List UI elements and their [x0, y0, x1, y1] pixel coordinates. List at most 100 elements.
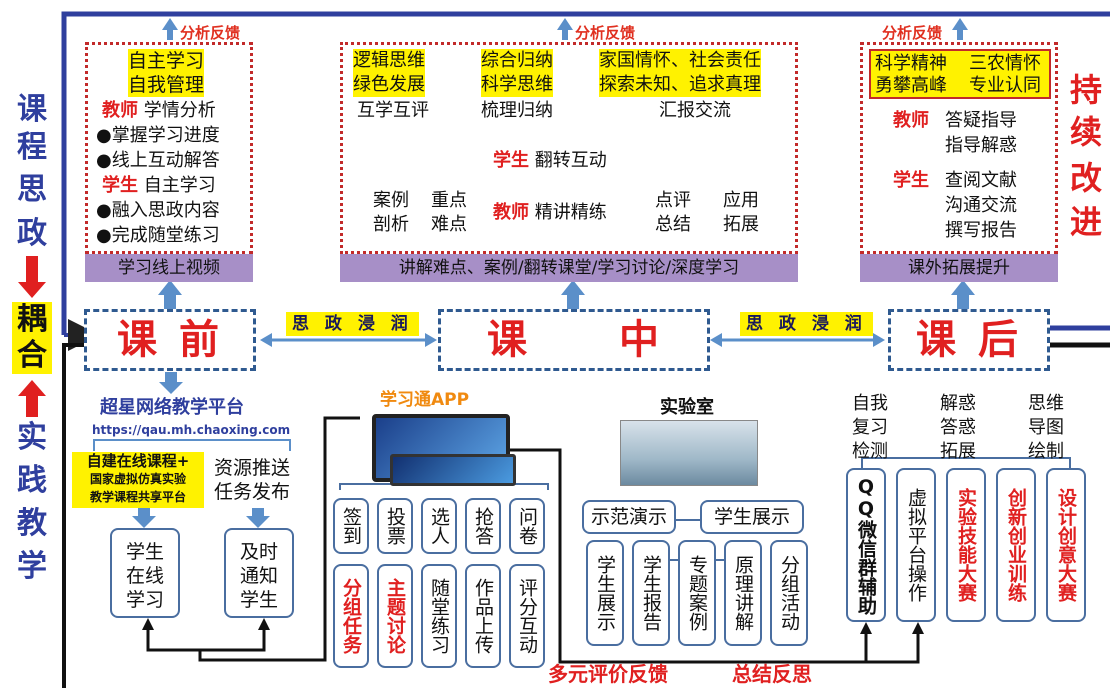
lab-box: 原理讲解: [724, 540, 762, 646]
yellow-line: 教学课程共享平台: [89, 490, 186, 504]
sidebar-char: 思: [17, 172, 47, 207]
sidebar-char: 教: [17, 506, 47, 541]
in-text: 拓展: [723, 214, 759, 235]
app-box: 抢答: [465, 498, 501, 554]
platform-title: 超星网络教学平台: [100, 397, 244, 418]
in-highlight: 探索未知、追求真理: [599, 73, 761, 97]
lab-box: 学生展示: [586, 540, 624, 646]
in-highlight: 绿色发展: [353, 73, 425, 97]
after-box: QQ微信群辅助: [846, 468, 886, 622]
in-text: 案例: [373, 190, 409, 211]
sidebar-char: 程: [17, 130, 47, 165]
app-box: 问卷: [509, 498, 545, 554]
lab-box: 分组活动: [770, 540, 808, 646]
after-text: 答惑: [940, 417, 976, 438]
pre-class-panel: 自主学习 自我管理 教师 学情分析 ●掌握学习进度 ●线上互动解答 学生 自主学…: [85, 42, 253, 254]
in-text: 总结: [655, 214, 691, 235]
post-highlight: 专业认同: [969, 75, 1041, 96]
box-text: 学生: [125, 541, 164, 563]
feedback-label: 分析反馈: [575, 24, 636, 42]
after-text: 解惑: [940, 393, 976, 414]
post-item: 答疑指导: [945, 110, 1017, 131]
footer-left: 多元评价反馈: [548, 662, 668, 686]
post-highlight: 勇攀高峰: [875, 75, 947, 96]
push-text: 任务发布: [214, 481, 291, 503]
in-text: 重点: [431, 190, 467, 211]
arrow-down-icon: [26, 256, 38, 284]
app-box: 投票: [377, 498, 413, 554]
app-task-box: 评分互动: [509, 564, 545, 668]
arrow-up-icon: [26, 395, 38, 417]
in-highlight: 综合归纳: [481, 49, 553, 73]
after-text: 导图: [1028, 417, 1064, 438]
student-online-box: 学生 在线 学习: [110, 528, 180, 618]
box-text: 学习: [125, 589, 164, 611]
stage-post: 课 后: [888, 309, 1050, 371]
student-task: 翻转互动: [534, 150, 607, 171]
sidebar-char: 课: [17, 92, 47, 127]
lab-box: 专题案例: [678, 540, 716, 646]
app-title: 学习通APP: [380, 390, 470, 410]
box-text: 学生: [239, 589, 278, 611]
box-text: 及时: [239, 541, 278, 563]
stage-mid: 课 中: [438, 309, 710, 371]
after-box: 虚拟平台操作: [896, 468, 936, 622]
push-text: 资源推送: [214, 457, 291, 479]
box-text: 在线: [125, 565, 164, 587]
teacher-role: 教师: [893, 110, 929, 131]
lab-image: [620, 420, 758, 486]
student-role: 学生: [102, 175, 138, 196]
stage-mid-right: 中: [619, 317, 663, 363]
right-label-char: 进: [1069, 203, 1102, 241]
right-label-char: 持: [1069, 71, 1102, 109]
in-sub: 梳理归纳: [481, 100, 553, 121]
stage-mid-left: 课: [487, 317, 531, 363]
student-task: 自主学习: [143, 175, 216, 196]
platform-yellow-box: 自建在线课程+ 国家虚拟仿真实验 教学课程共享平台: [72, 452, 204, 508]
footer-right: 总结反思: [732, 662, 812, 686]
feedback-label: 分析反馈: [180, 24, 241, 42]
in-sub: 互学互评: [357, 100, 429, 121]
teacher-role: 教师: [102, 100, 138, 121]
arrow-down-icon-head: [18, 282, 46, 298]
in-class-panel: 逻辑思维 绿色发展 综合归纳 科学思维 家国情怀、社会责任 探索未知、追求真理 …: [340, 42, 798, 254]
show-box: 学生展示: [700, 500, 804, 534]
after-box: 创新创业训练: [996, 468, 1036, 622]
sidebar-char: 耦: [12, 302, 52, 338]
in-highlight: 逻辑思维: [353, 49, 425, 73]
demo-box: 示范演示: [582, 500, 676, 534]
post-class-panel: 科学精神 三农情怀 勇攀高峰 专业认同 教师 答疑指导 指导解惑 学生 查阅文献…: [860, 42, 1058, 254]
laptop-image: [390, 454, 516, 486]
pre-item: ●掌握学习进度: [96, 125, 220, 146]
pre-item: ●线上互动解答: [96, 150, 220, 171]
in-text: 难点: [431, 214, 467, 235]
app-task-box: 作品上传: [465, 564, 501, 668]
post-item: 查阅文献: [945, 170, 1017, 191]
in-text: 剖析: [373, 214, 409, 235]
in-text: 点评: [655, 190, 691, 211]
box-text: 通知: [239, 565, 278, 587]
pre-item: ●融入思政内容: [96, 200, 220, 221]
stage-pre: 课 前: [84, 309, 256, 371]
app-task-box: 主题讨论: [377, 564, 413, 668]
post-item: 指导解惑: [945, 135, 1017, 156]
post-highlight: 科学精神: [875, 53, 947, 74]
post-highlight-box: 科学精神 三农情怀 勇攀高峰 专业认同: [869, 49, 1051, 99]
post-highlight: 三农情怀: [969, 53, 1041, 74]
post-item: 沟通交流: [945, 195, 1017, 216]
app-box: 签到: [333, 498, 369, 554]
pre-item: ●完成随堂练习: [96, 225, 220, 246]
platform-url[interactable]: https://qau.mh.chaoxing.com: [92, 423, 291, 437]
post-item: 撰写报告: [945, 220, 1017, 241]
pre-highlight: 自我管理: [128, 73, 205, 97]
feedback-label: 分析反馈: [882, 24, 943, 42]
link-label: 思 政 浸 润: [740, 312, 873, 336]
right-label-char: 续: [1069, 113, 1102, 151]
after-text: 复习: [852, 417, 888, 438]
yellow-line: 自建在线课程+: [86, 452, 190, 470]
teacher-task: 精讲精练: [534, 202, 607, 223]
arrow-up-icon-head: [18, 380, 46, 396]
student-role: 学生: [893, 170, 929, 191]
lab-title: 实验室: [660, 397, 714, 418]
